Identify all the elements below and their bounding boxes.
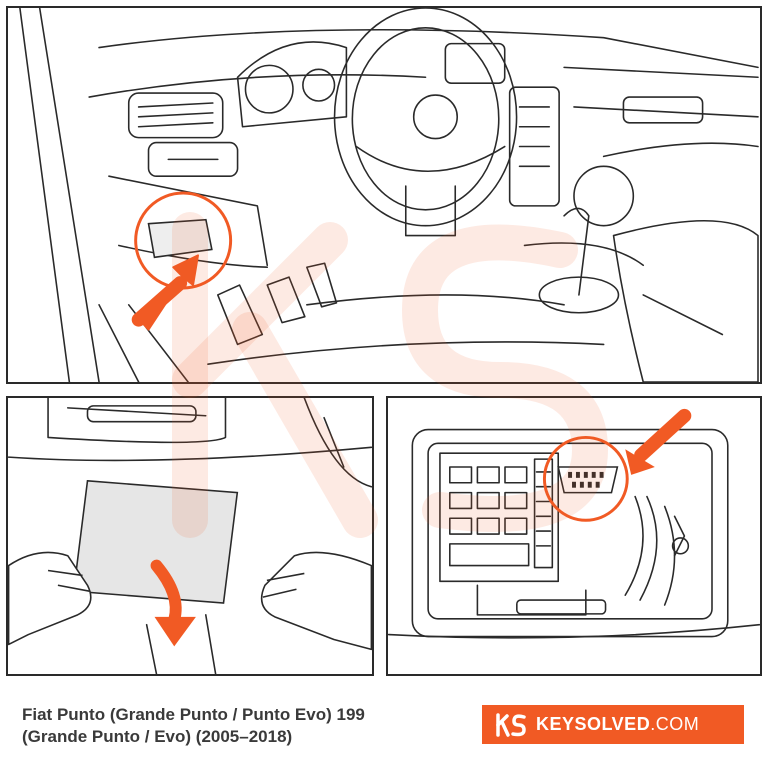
arrow-icon (150, 559, 196, 647)
caption-line-2: (Grande Punto / Evo) (2005–2018) (22, 727, 293, 746)
keysolved-brand-badge[interactable]: KEYSOLVED.COM (482, 705, 744, 744)
vehicle-caption: Fiat Punto (Grande Punto / Punto Evo) 19… (22, 704, 365, 748)
arrow-icon (625, 408, 692, 475)
remove-cover-illustration (8, 398, 372, 674)
obd-port-icon (542, 435, 629, 522)
obd-port-illustration (388, 408, 760, 639)
dashboard-overview-panel (6, 6, 762, 384)
caption-line-1: Fiat Punto (Grande Punto / Punto Evo) 19… (22, 705, 365, 724)
arrow-icon (131, 254, 199, 331)
keysolved-logo-icon (496, 712, 526, 737)
brand-name: KEYSOLVED (536, 714, 651, 734)
obd-port-panel (386, 396, 762, 676)
remove-cover-panel (6, 396, 374, 676)
dashboard-illustration (19, 8, 759, 382)
brand-tld: .COM (650, 714, 700, 734)
